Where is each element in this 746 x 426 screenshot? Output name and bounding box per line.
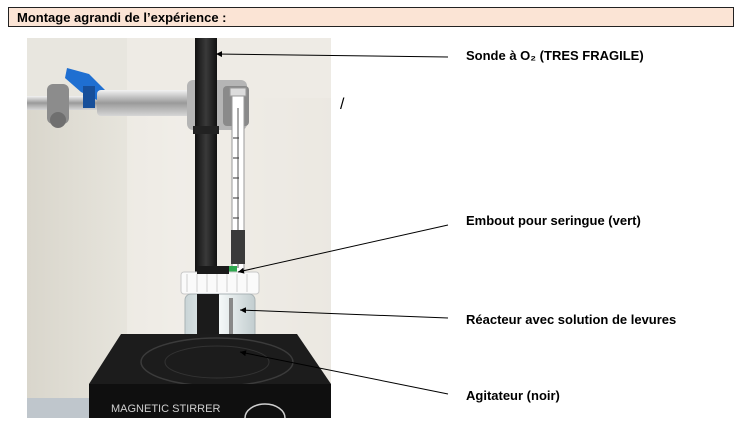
stirrer-brand-text: MAGNETIC STIRRER — [111, 403, 220, 415]
callout-line-sonde — [215, 51, 449, 58]
label-stirrer: Agitateur (noir) — [466, 388, 560, 403]
label-reactor: Réacteur avec solution de levures — [466, 312, 677, 327]
header-banner: Montage agrandi de l’expérience : — [8, 7, 734, 27]
callout-line-reacteur — [239, 307, 449, 319]
experiment-photo: MAGNETIC STIRRER — [27, 38, 331, 418]
syringe-tip — [227, 266, 237, 274]
callout-line-agitateur — [239, 350, 449, 395]
label-syringe-tip: Embout pour seringue (vert) — [466, 213, 641, 228]
header-title: Montage agrandi de l’expérience : — [17, 10, 227, 25]
label-oxygen-probe: Sonde à O₂ (TRES FRAGILE) — [466, 48, 644, 63]
callout-line-embout — [237, 224, 449, 274]
stray-slash-mark: / — [340, 96, 345, 113]
oxygen-probe — [195, 38, 217, 274]
